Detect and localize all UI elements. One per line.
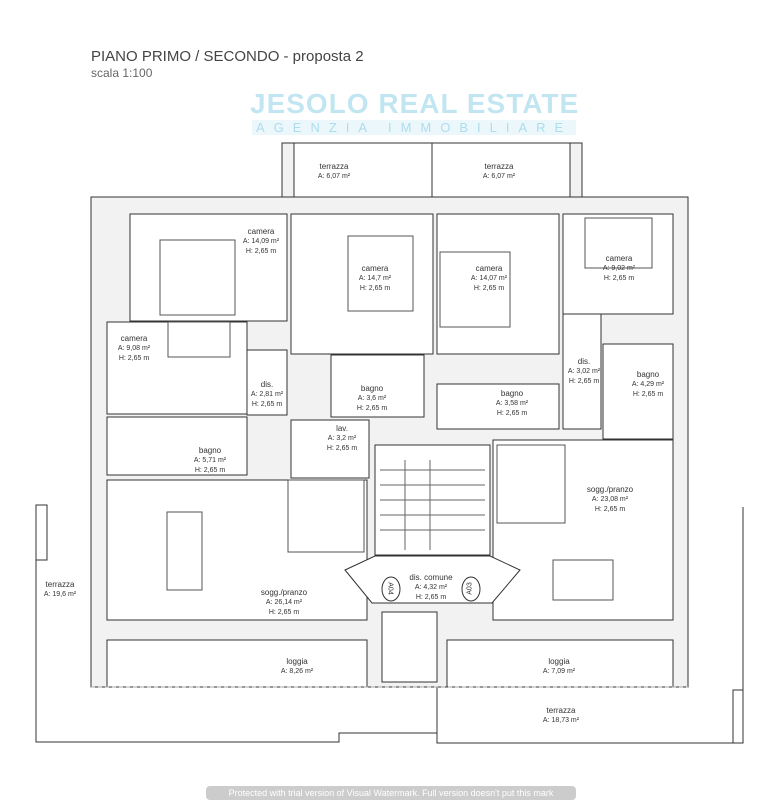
room-loggia-right (446, 639, 674, 688)
room-dis-1 (246, 349, 288, 416)
room-bagno-1 (330, 354, 425, 418)
page-title: PIANO PRIMO / SECONDO - proposta 2 (91, 48, 364, 65)
scale-label: scala 1:100 (91, 66, 153, 80)
watermark-logo: JESOLO REAL ESTATE (250, 88, 580, 119)
unit-label-a04: A04 (386, 582, 394, 595)
unit-label-a03: A03 (466, 582, 474, 595)
trial-watermark-banner: Protected with trial version of Visual W… (206, 786, 576, 800)
terrace-top-right (431, 142, 583, 199)
room-bagno-4 (106, 416, 248, 476)
terrace-top-left (281, 142, 433, 199)
elevator (381, 611, 438, 683)
room-bagno-3 (602, 343, 674, 440)
room-lav (290, 419, 370, 479)
watermark-subtitle: AGENZIA IMMOBILIARE (252, 120, 577, 135)
room-loggia-left (106, 639, 368, 688)
room-bagno-2 (436, 383, 560, 430)
room-dis-2 (562, 313, 602, 430)
